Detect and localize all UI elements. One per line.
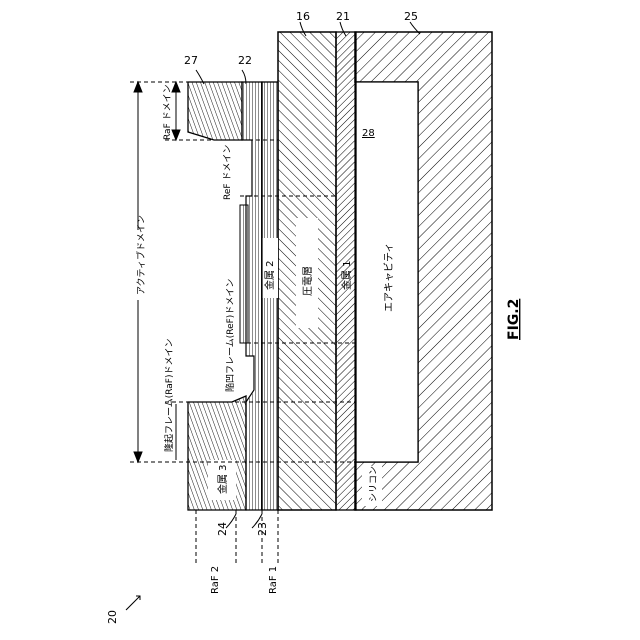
- ref-23: 23: [256, 522, 269, 536]
- label-raised-frame: 隆起フレーム(RaF)ドメイン: [163, 338, 175, 452]
- ref-21: 21: [336, 10, 350, 23]
- ref-20: 20: [106, 610, 119, 624]
- figure-id: FIG.2: [506, 299, 522, 340]
- label-silicon: シリコン: [369, 466, 379, 502]
- label-metal3: 金属 3: [216, 464, 229, 494]
- label-raf2: RaF 2: [210, 566, 221, 594]
- label-raf1: RaF 1: [268, 566, 279, 594]
- label-piezo: 圧電層: [302, 266, 314, 296]
- label-ref-domain: ReF ドメイン: [223, 145, 233, 200]
- label-metal2: 金属 2: [263, 260, 276, 290]
- ref-24: 24: [216, 522, 229, 536]
- ref-27: 27: [184, 54, 198, 67]
- ref-22: 22: [238, 54, 252, 67]
- label-active-domain: アクティブドメイン: [135, 215, 147, 295]
- raf-top-raised-frame: [188, 82, 242, 140]
- ref-25: 25: [404, 10, 418, 23]
- label-recessed-frame: 陥凹フレーム(ReF)ドメイン: [224, 279, 236, 392]
- label-metal1: 金属 1: [340, 260, 353, 290]
- active-top-layer: [240, 205, 248, 343]
- label-raf-domain-top: RaF ドメイン: [163, 84, 173, 140]
- label-air-cavity: エアキャビティ: [383, 243, 395, 312]
- ref-28: 28: [362, 128, 375, 139]
- ref-16: 16: [296, 10, 310, 23]
